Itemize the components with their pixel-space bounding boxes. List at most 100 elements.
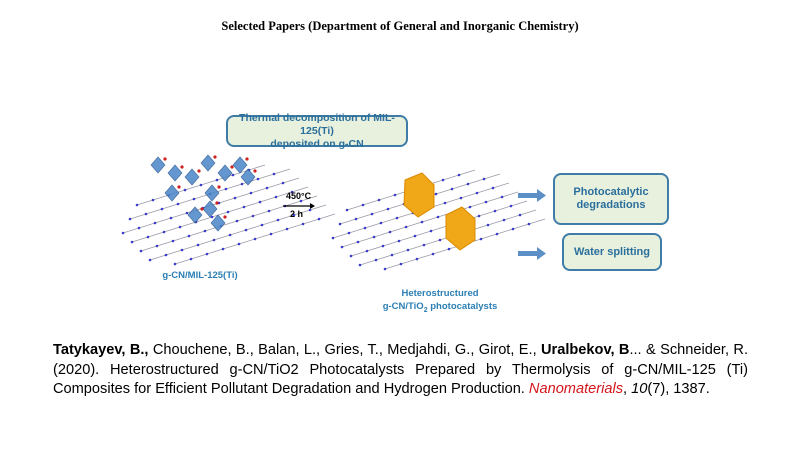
mof-octahedron: [200, 154, 216, 172]
bond: [282, 177, 300, 184]
atom: [146, 235, 150, 239]
bond: [430, 225, 448, 232]
bond: [252, 210, 270, 217]
atom: [479, 237, 483, 241]
atom: [253, 237, 257, 241]
bond: [259, 196, 277, 203]
graphical-abstract-figure: Thermal decomposition of MIL-125(Ti)depo…: [100, 105, 700, 315]
bond: [218, 197, 236, 204]
bond: [519, 209, 537, 216]
mof-octahedron: [150, 156, 166, 174]
bond: [416, 253, 434, 260]
atom: [443, 201, 447, 205]
atom: [189, 257, 193, 261]
mof-octahedron: [187, 206, 203, 224]
bond: [225, 183, 243, 190]
volume: 10: [631, 381, 648, 397]
bond: [348, 227, 366, 234]
authors: Chouchene, B., Balan, L., Gries, T., Med…: [148, 342, 541, 358]
atom: [139, 249, 143, 253]
bond: [350, 250, 368, 257]
atom: [155, 244, 159, 248]
atom: [180, 248, 184, 252]
bond: [341, 241, 359, 248]
bond: [268, 205, 286, 212]
author-bold: Tatykayev, B.,: [53, 342, 149, 358]
bond: [487, 219, 505, 226]
bond: [149, 254, 167, 261]
bond: [131, 236, 149, 243]
bond: [375, 254, 393, 261]
atom: [406, 248, 410, 252]
atom: [393, 193, 397, 197]
atom: [285, 227, 289, 231]
bond: [138, 222, 156, 229]
atom: [176, 202, 180, 206]
atom: [450, 187, 454, 191]
atom: [404, 225, 408, 229]
bond: [277, 214, 295, 221]
bond: [339, 218, 357, 225]
oxygen-atom: [197, 169, 201, 173]
bond: [389, 226, 407, 233]
bond: [423, 239, 441, 246]
atom: [436, 215, 440, 219]
atom: [438, 238, 442, 242]
atom: [242, 205, 246, 209]
atom: [269, 232, 273, 236]
bond: [332, 232, 350, 239]
bond: [129, 213, 147, 220]
process-box: Thermal decomposition of MIL-125(Ti)depo…: [226, 111, 408, 150]
bond: [270, 228, 288, 235]
bond: [152, 194, 170, 201]
atom: [205, 252, 209, 256]
atom: [276, 218, 280, 222]
atom: [372, 235, 376, 239]
atom: [130, 240, 134, 244]
atom: [420, 220, 424, 224]
bond: [257, 173, 275, 180]
atom: [121, 231, 125, 235]
process-line: Thermal decomposition of MIL-125(Ti): [239, 111, 395, 137]
bond: [485, 196, 503, 203]
atom: [386, 207, 390, 211]
atom: [502, 218, 506, 222]
bond: [293, 209, 311, 216]
tio2-particle-icon: [403, 172, 476, 251]
atom: [233, 196, 237, 200]
atom: [429, 229, 433, 233]
outcome-line: degradations: [576, 199, 646, 211]
bond: [451, 183, 469, 190]
atom: [196, 243, 200, 247]
bond: [145, 208, 163, 215]
mof-octahedron: [167, 164, 183, 182]
atom: [486, 223, 490, 227]
bond: [494, 205, 512, 212]
citation-body: ... & Schneider, R. (2020). Heterostruct…: [53, 342, 749, 397]
bond: [227, 206, 245, 213]
time-label: 2 h: [290, 209, 304, 219]
atom: [151, 198, 155, 202]
mof-octahedron: [232, 156, 248, 174]
atom: [183, 188, 187, 192]
bond: [396, 212, 414, 219]
atom: [331, 236, 335, 240]
atom: [231, 173, 235, 177]
bond: [238, 238, 256, 245]
right-label-line1: Heterostructured: [401, 288, 479, 299]
bond: [254, 233, 272, 240]
atom: [413, 234, 417, 238]
left-label: g-CN/MIL-125(Ti): [162, 270, 238, 281]
bond: [170, 212, 188, 219]
atom: [495, 232, 499, 236]
atom: [457, 173, 461, 177]
bond: [384, 263, 402, 270]
atom: [374, 258, 378, 262]
atom: [267, 209, 271, 213]
bond: [190, 253, 208, 260]
oxygen-atom: [213, 155, 217, 159]
separator: ,: [623, 381, 632, 397]
atom: [356, 240, 360, 244]
outcome-arrow-icon: [518, 189, 546, 260]
atom: [281, 181, 285, 185]
